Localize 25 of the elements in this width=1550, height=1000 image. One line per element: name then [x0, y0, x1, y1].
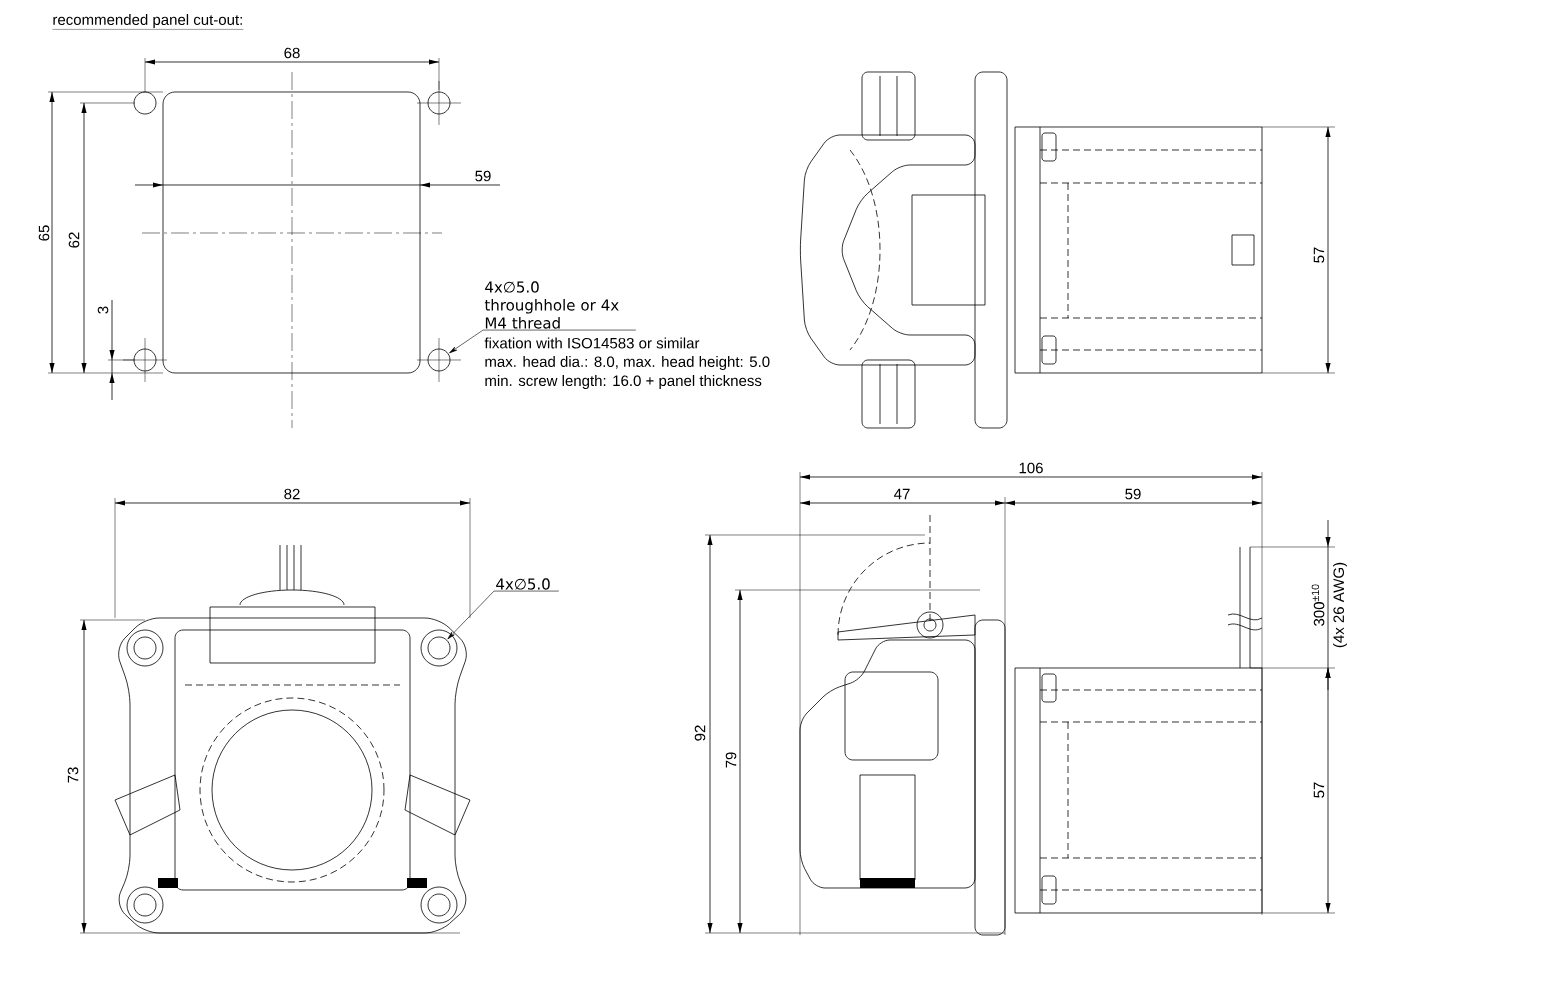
dimension-label: 79 — [725, 752, 737, 768]
note-text: min. screw length: 16.0 + panel thickness — [485, 375, 762, 389]
dimension-label: 57 — [1313, 782, 1325, 798]
dimension-label: 62 — [68, 232, 80, 248]
leader-line — [449, 329, 637, 354]
leader-line — [447, 590, 560, 640]
dimension-label: 47 — [894, 488, 910, 500]
dimension-label: (4x 26 AWG) — [1333, 562, 1347, 648]
dimension-label: 57 — [1313, 247, 1325, 263]
mounting-hole — [427, 348, 451, 372]
dimension-label: 3 — [97, 306, 109, 314]
dimension-label: 68 — [284, 47, 300, 59]
dimension-label: 106 — [1019, 462, 1043, 474]
dimension-label: 59 — [1125, 488, 1141, 500]
heading: recommended panel cut-out: — [52, 14, 244, 30]
dimension-label: 300$^{±10}$ — [1311, 584, 1325, 626]
note-text: fixation with ISO14583 or similar — [484, 337, 700, 349]
dimension-label: 65 — [38, 225, 50, 241]
dimension-label: 92 — [694, 725, 706, 741]
dimension-label: 82 — [284, 488, 300, 500]
mounting-hole — [427, 636, 451, 660]
dimension-label: 73 — [67, 767, 79, 783]
dimension-label: 59 — [475, 170, 491, 182]
leader-text: 4x∅5.0 — [496, 578, 550, 590]
note-text: max. head dia.: 8.0, max. head height: 5.0 — [485, 356, 770, 370]
